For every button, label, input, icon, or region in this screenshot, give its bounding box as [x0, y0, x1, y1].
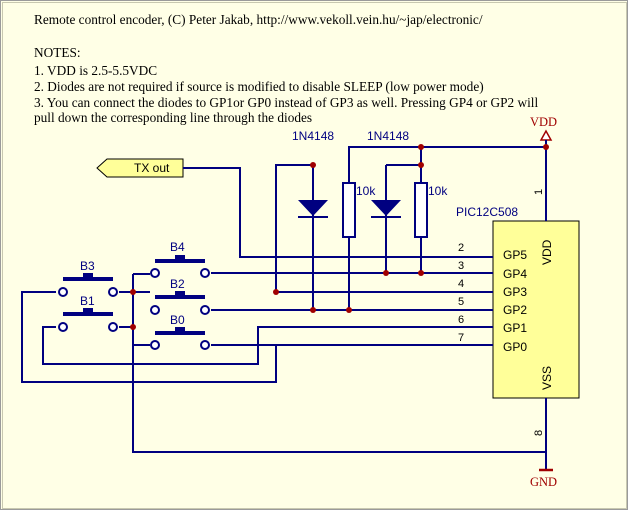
pin-name-gp0: GP0 [503, 340, 527, 354]
button-b1 [58, 308, 118, 332]
header-text: Remote control encoder, (C) Peter Jakab,… [34, 12, 483, 27]
note-3b: pull down the corresponding line through… [34, 110, 313, 125]
vdd-symbol [539, 129, 553, 141]
diode-2 [371, 200, 401, 216]
button-b3-label: B3 [80, 259, 95, 273]
button-b2-label: B2 [170, 277, 185, 291]
note-3a: 3. You can connect the diodes to GP1or G… [34, 95, 539, 110]
button-b4-label: B4 [170, 240, 185, 254]
vdd-label: VDD [530, 115, 557, 129]
button-b3 [58, 273, 118, 297]
junction [310, 307, 316, 313]
wire-gp5-tx [183, 167, 493, 258]
diode-2-label: 1N4148 [367, 129, 409, 143]
junction [130, 289, 136, 295]
chip-name: PIC12C508 [456, 205, 518, 219]
wire-gp1 [42, 326, 493, 365]
wire-diode-1-top [275, 164, 313, 292]
pin-num-8: 8 [533, 430, 545, 436]
tx-out-label: TX out [134, 161, 170, 175]
chip-body [492, 220, 580, 399]
diode-1 [298, 200, 328, 216]
junction [418, 144, 424, 150]
pin-num-7: 7 [458, 332, 464, 344]
gnd-label: GND [530, 475, 557, 489]
diode-1-label: 1N4148 [292, 129, 334, 143]
resistor-2 [414, 182, 428, 238]
wire-vdd-rail [348, 146, 546, 183]
note-1: 1. VDD is 2.5-5.5VDC [34, 63, 158, 78]
junction [273, 289, 279, 295]
pin-name-gp4: GP4 [503, 267, 527, 281]
pin-num-3: 3 [458, 260, 464, 272]
pin-name-gp2: GP2 [503, 303, 527, 317]
junction [383, 270, 389, 276]
wire-gp0 [21, 291, 493, 383]
button-b2 [150, 291, 210, 315]
junction [418, 270, 424, 276]
junction [346, 307, 352, 313]
pin-name-gp3: GP3 [503, 285, 527, 299]
pin-name-gp1: GP1 [503, 321, 527, 335]
junction [543, 144, 549, 150]
resistor-1 [342, 182, 356, 238]
junction [130, 324, 136, 330]
pin-num-5: 5 [458, 296, 464, 308]
pin-num-2: 2 [458, 242, 464, 254]
junction [310, 162, 316, 168]
pin-num-1: 1 [533, 189, 545, 195]
button-b0 [150, 327, 210, 350]
button-b0-label: B0 [170, 313, 185, 327]
wire-ground-bus [132, 274, 546, 453]
pin-name-gp5: GP5 [503, 248, 527, 262]
notes-title: NOTES: [34, 45, 81, 60]
resistor-2-label: 10k [428, 184, 448, 198]
junctions [130, 144, 549, 330]
resistor-1-label: 10k [356, 184, 376, 198]
chip-vdd-label: VDD [540, 239, 554, 265]
button-b1-label: B1 [80, 294, 95, 308]
chip-vss-label: VSS [540, 366, 554, 390]
pin-num-4: 4 [458, 278, 464, 290]
button-b4 [150, 255, 210, 278]
pin-num-6: 6 [458, 314, 464, 326]
junction [418, 162, 424, 168]
note-2: 2. Diodes are not required if source is … [34, 79, 484, 94]
